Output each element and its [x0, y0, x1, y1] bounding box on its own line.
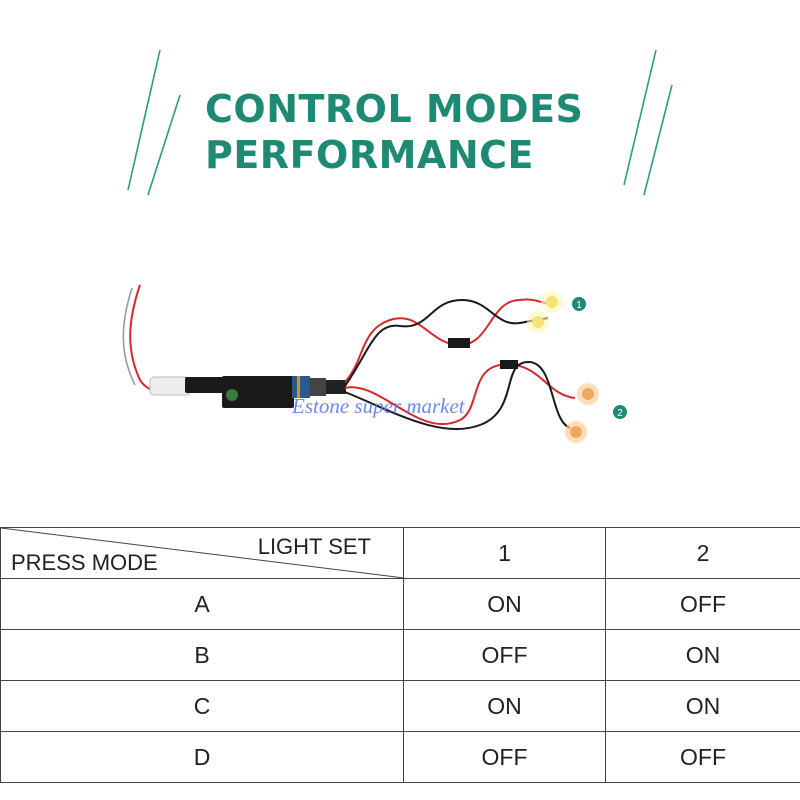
- set1-cell: ON: [403, 578, 606, 630]
- controller-module: [222, 376, 294, 408]
- set2-cell: OFF: [605, 578, 800, 630]
- decorative-lines-right: [623, 49, 673, 196]
- press-mode-header: PRESS MODE: [11, 550, 158, 575]
- corner-diagonal-line: [1, 528, 404, 578]
- set2-cell: ON: [605, 680, 800, 732]
- title-line-2: PERFORMANCE: [205, 133, 534, 177]
- mode-cell: D: [0, 731, 404, 783]
- light-set-header: LIGHT SET: [257, 534, 371, 559]
- title-line-1: CONTROL MODES: [205, 87, 584, 131]
- badge-1-label: 1: [576, 300, 582, 311]
- set2-cell: ON: [605, 629, 800, 681]
- watermark: Estone super market: [292, 394, 465, 418]
- mode-cell: C: [0, 680, 404, 732]
- badge-1-icon: [572, 297, 586, 311]
- input-connector: [149, 376, 191, 396]
- table-corner-cell: LIGHT SET PRESS MODE: [0, 527, 404, 579]
- table-row: A ON OFF: [0, 578, 800, 630]
- mode-cell: B: [0, 629, 404, 681]
- set2-cell: OFF: [605, 731, 800, 783]
- set1-cell: OFF: [403, 731, 606, 783]
- table-row: C ON ON: [0, 680, 800, 732]
- mode-cell: A: [0, 578, 404, 630]
- product-photo: 1 2: [122, 284, 627, 443]
- badge-2-label: 2: [617, 408, 623, 419]
- column-header-2: 2: [605, 527, 800, 579]
- table-header-row: LIGHT SET PRESS MODE 1 2: [0, 527, 800, 579]
- table-row: B OFF ON: [0, 629, 800, 681]
- set1-cell: ON: [403, 680, 606, 732]
- control-modes-table: LIGHT SET PRESS MODE 1 2 A ON OFF B OFF …: [0, 527, 800, 783]
- decorative-lines-left: [127, 49, 181, 196]
- table-row: D OFF OFF: [0, 731, 800, 783]
- badge-2-icon: [613, 405, 627, 419]
- set1-cell: OFF: [403, 629, 606, 681]
- column-header-1: 1: [403, 527, 606, 579]
- plug-black: [185, 377, 225, 393]
- page-title: CONTROL MODES PERFORMANCE: [205, 86, 583, 178]
